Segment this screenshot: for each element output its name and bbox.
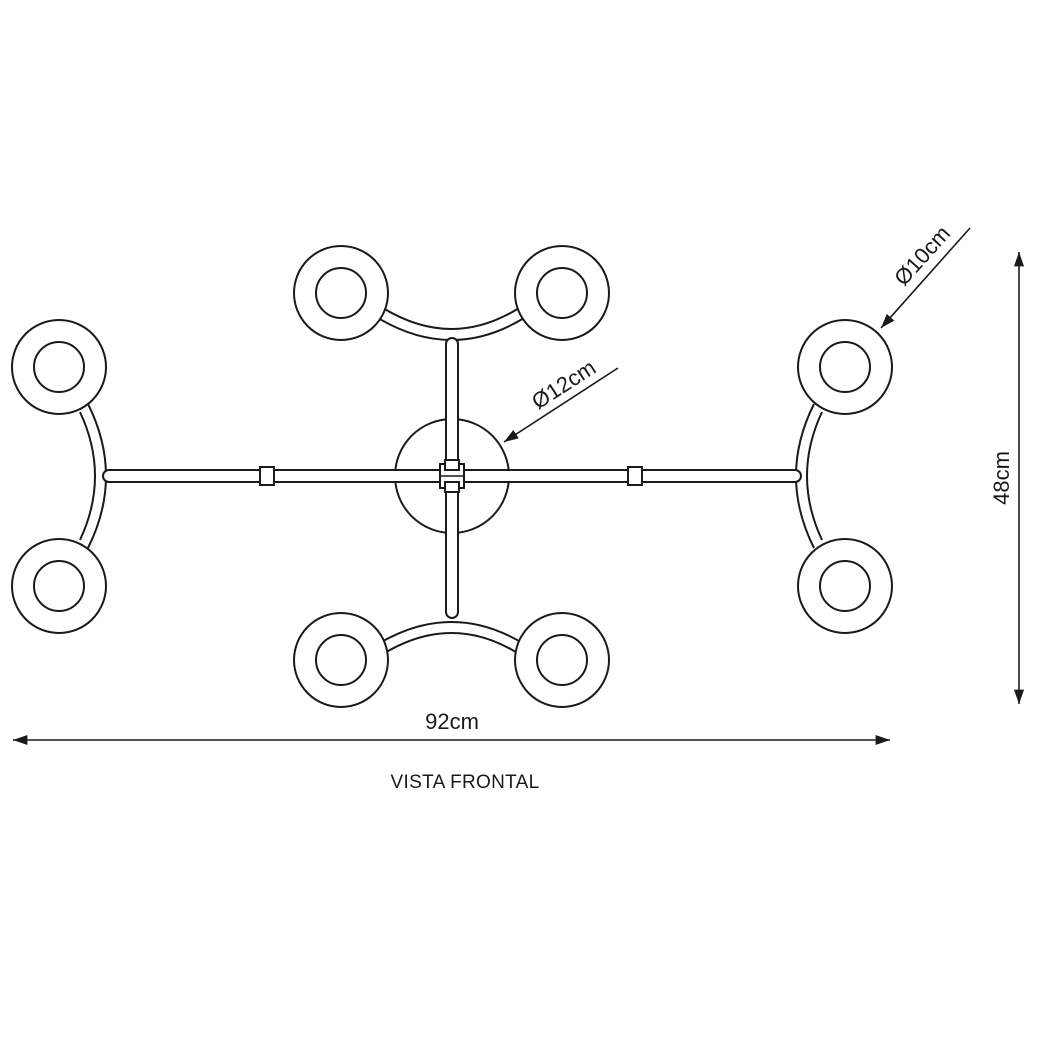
width-dimension-label: 92cm bbox=[425, 709, 479, 734]
lamp-shade-inner bbox=[33, 341, 85, 393]
lamp-shade-inner bbox=[315, 634, 367, 686]
shades-group bbox=[11, 245, 893, 708]
right-bar-joint bbox=[627, 466, 643, 486]
lamp-shade-inner bbox=[536, 267, 588, 319]
canopy-diameter-label: Ø12cm bbox=[527, 355, 600, 415]
view-caption: VISTA FRONTAL bbox=[391, 772, 540, 793]
lamp-shade-inner bbox=[33, 560, 85, 612]
height-dimension-label: 48cm bbox=[989, 451, 1014, 505]
lamp-shade-inner bbox=[315, 267, 367, 319]
lamp-shade-inner bbox=[819, 560, 871, 612]
bottom-arm-arc bbox=[377, 621, 525, 645]
left-bar-joint bbox=[259, 466, 275, 486]
lamp-shade-inner bbox=[536, 634, 588, 686]
lamp-shade-inner bbox=[819, 341, 871, 393]
shade-diameter-leader bbox=[880, 227, 971, 329]
canopy-diameter-leader bbox=[503, 367, 619, 443]
